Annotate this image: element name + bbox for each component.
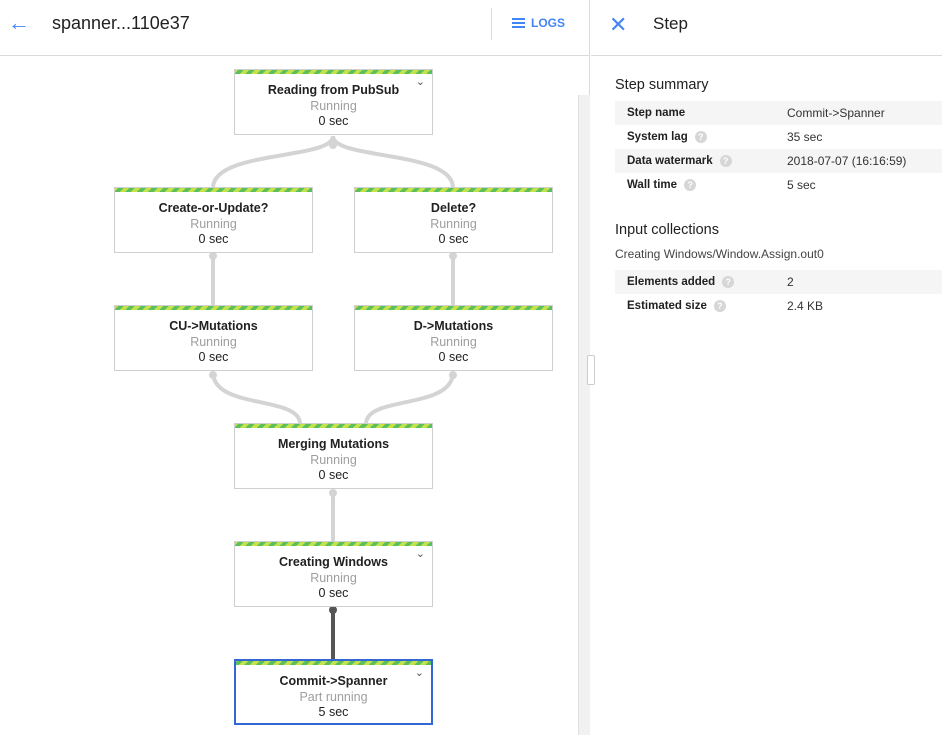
graph-node[interactable]: Reading from PubSub Running 0 sec ⌄ <box>234 69 433 135</box>
back-arrow-icon[interactable]: ← <box>8 10 30 35</box>
node-time: 0 sec <box>318 468 349 482</box>
progress-stripe <box>355 306 552 310</box>
progress-stripe <box>235 542 432 546</box>
progress-stripe <box>235 70 432 74</box>
chevron-down-icon[interactable]: ⌄ <box>414 667 424 679</box>
node-name: Delete? <box>430 201 477 215</box>
node-name: CU->Mutations <box>169 319 258 333</box>
logs-icon <box>512 18 525 28</box>
panel-title: Step <box>653 14 688 33</box>
input-collections-heading: Input collections <box>615 222 719 238</box>
graph-node[interactable]: Commit->Spanner Part running 5 sec ⌄ <box>234 659 433 725</box>
job-title: spanner...110e37 <box>52 13 190 33</box>
graph-node[interactable]: CU->Mutations Running 0 sec <box>114 305 313 371</box>
pane-resize-handle[interactable] <box>587 355 595 385</box>
graph-node[interactable]: D->Mutations Running 0 sec <box>354 305 553 371</box>
row-value: 5 sec <box>787 178 816 192</box>
row-label: Wall time <box>627 179 678 191</box>
progress-stripe <box>236 661 431 665</box>
node-status: Running <box>310 571 357 585</box>
node-time: 0 sec <box>198 232 229 246</box>
step-panel: ✕ Step Step summary Step name Commit->Spa… <box>591 0 942 735</box>
table-row: Data watermark? 2018-07-07 (16:16:59) <box>615 149 942 173</box>
progress-stripe <box>235 424 432 428</box>
node-time: 0 sec <box>318 586 349 600</box>
table-row: System lag? 35 sec <box>615 125 942 149</box>
node-name: Create-or-Update? <box>158 201 269 215</box>
progress-stripe <box>115 188 312 192</box>
help-icon[interactable]: ? <box>694 131 707 143</box>
chevron-down-icon[interactable]: ⌄ <box>415 76 425 88</box>
node-status: Running <box>310 453 357 467</box>
edge <box>211 371 302 425</box>
step-summary-heading: Step summary <box>615 77 709 93</box>
close-icon[interactable]: ✕ <box>609 12 628 37</box>
node-name: Reading from PubSub <box>267 83 400 97</box>
help-icon[interactable]: ? <box>713 300 726 312</box>
help-icon[interactable]: ? <box>684 179 697 191</box>
row-label: Elements added <box>627 276 716 288</box>
row-label: Step name <box>627 107 686 119</box>
table-row: Elements added? 2 <box>615 270 942 294</box>
edge <box>211 135 335 189</box>
node-time: 5 sec <box>318 705 349 719</box>
node-status: Running <box>190 335 237 349</box>
progress-stripe <box>355 188 552 192</box>
row-value: Commit->Spanner <box>787 106 885 120</box>
panel-header: ✕ Step <box>591 0 942 56</box>
chevron-down-icon[interactable]: ⌄ <box>415 548 425 560</box>
row-label: System lag <box>627 131 688 143</box>
row-label: Data watermark <box>627 155 713 167</box>
edge <box>331 135 455 189</box>
node-name: Creating Windows <box>279 555 388 569</box>
node-status: Running <box>310 99 357 113</box>
node-time: 0 sec <box>438 350 469 364</box>
graph-node[interactable]: Merging Mutations Running 0 sec <box>234 423 433 489</box>
logs-label: LOGS <box>531 16 566 30</box>
edge <box>364 371 455 425</box>
row-value: 2.4 KB <box>787 299 824 313</box>
graph-node[interactable]: Creating Windows Running 0 sec ⌄ <box>234 541 433 607</box>
scrollbar[interactable] <box>578 95 590 735</box>
graph-node[interactable]: Create-or-Update? Running 0 sec <box>114 187 313 253</box>
node-status: Running <box>430 217 477 231</box>
row-label: Estimated size <box>627 300 707 312</box>
progress-stripe <box>115 306 312 310</box>
node-time: 0 sec <box>318 114 349 128</box>
node-status: Part running <box>299 690 368 704</box>
row-value: 2 <box>787 275 794 289</box>
graph-edges <box>209 135 457 660</box>
table-row: Step name Commit->Spanner <box>615 101 942 125</box>
table-row: Estimated size? 2.4 KB <box>615 294 942 318</box>
logs-button[interactable]: LOGS <box>512 16 565 30</box>
node-time: 0 sec <box>438 232 469 246</box>
row-value: 2018-07-07 (16:16:59) <box>787 154 907 168</box>
node-status: Running <box>190 217 237 231</box>
graph-pane: ← spanner...110e37 LOGS Reading from Pub… <box>0 0 595 735</box>
node-time: 0 sec <box>198 350 229 364</box>
node-status: Running <box>430 335 477 349</box>
job-header: ← spanner...110e37 LOGS <box>0 0 589 56</box>
node-name: D->Mutations <box>413 319 494 333</box>
node-name: Commit->Spanner <box>279 674 388 688</box>
divider <box>491 8 492 40</box>
row-value: 35 sec <box>787 130 823 144</box>
table-row: Wall time? 5 sec <box>615 173 942 197</box>
help-icon[interactable]: ? <box>719 155 732 167</box>
graph-node[interactable]: Delete? Running 0 sec <box>354 187 553 253</box>
node-name: Merging Mutations <box>277 437 390 451</box>
collection-name: Creating Windows/Window.Assign.out0 <box>615 247 824 261</box>
help-icon[interactable]: ? <box>722 276 735 288</box>
